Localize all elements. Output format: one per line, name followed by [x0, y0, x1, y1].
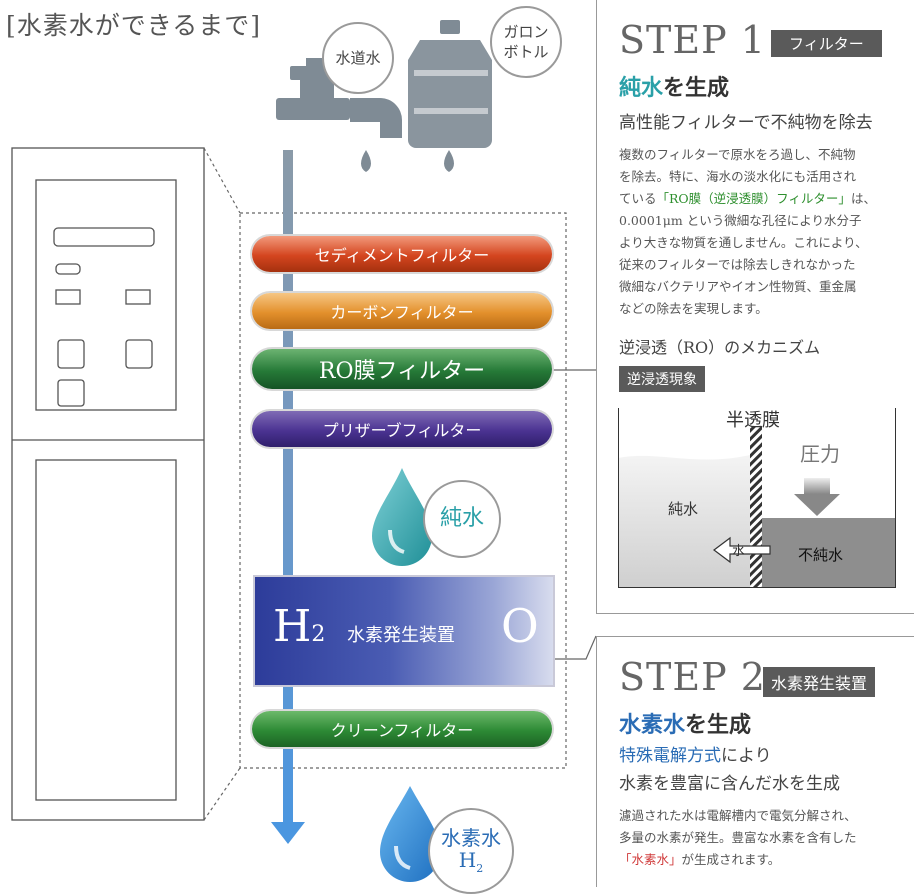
tap-drop-icon: [361, 150, 371, 172]
o-symbol: O: [501, 599, 539, 653]
step1-body: 複数のフィルターで原水をろ過し、不純物 を除去。特に、海水の淡水化にも活用され …: [619, 147, 876, 316]
sediment-filter: セディメントフィルター: [252, 236, 552, 272]
h2-symbol: H2: [273, 601, 326, 652]
hydrogen-water-drop-icon: [380, 786, 440, 882]
water-arrow-label: 水: [732, 544, 746, 559]
gallon-bottle-label: ガロン ボトル: [503, 22, 549, 61]
page-title: [水素水ができるまで]: [6, 11, 262, 40]
membrane-label: 半透膜: [726, 410, 780, 431]
tap-water-bubble: 水道水: [322, 22, 394, 94]
hydrogen-generator-box: H2 水素発生装置 O: [253, 575, 555, 687]
step2-panel: STEP 2 水素発生装置 水素水を生成 特殊電解方式により 水素を豊富に含んだ…: [596, 636, 914, 887]
ro-mechanism-diagram: 半透膜 圧力 純水 不純水 水: [617, 408, 897, 589]
step2-lead-2: 水素を豊富に含んだ水を生成: [619, 774, 840, 794]
pure-water-bubble: 純水: [423, 480, 501, 558]
bottle-drop-icon: [444, 150, 454, 172]
step2-lead-1: 特殊電解方式により: [619, 746, 772, 766]
callout-lines: [203, 147, 567, 821]
water-dispenser: [11, 147, 205, 821]
step1-heading: STEP 1: [619, 18, 766, 62]
pressure-arrow-icon: [794, 478, 840, 516]
clean-filter: クリーンフィルター: [252, 711, 552, 747]
water-flow-arrow-icon: [713, 536, 771, 564]
polisher-filter: プリザーブフィルター: [252, 411, 552, 447]
hydrogen-water-label: 水素水: [441, 825, 501, 850]
carbon-filter: カーボンフィルター: [252, 293, 552, 329]
ro-filter: RO膜フィルター: [252, 349, 552, 389]
gallon-bottle-bubble: ガロン ボトル: [490, 6, 562, 78]
gallon-bottle-icon: [408, 20, 492, 148]
step2-body: 濾過された水は電解槽内で電気分解され、 多量の水素が発生。豊富な水素を含有した …: [619, 808, 857, 867]
water-flow-pipe: [283, 150, 293, 830]
pure-water-drop-icon: [372, 468, 432, 566]
mechanism-tag: 逆浸透現象: [619, 366, 705, 392]
tap-water-label: 水道水: [335, 48, 381, 67]
pure-water-label: 純水: [439, 506, 484, 532]
step1-lead: 高性能フィルターで不純物を除去: [619, 113, 873, 133]
impure-water-label: 不純水: [798, 546, 844, 564]
step2-subheading: 水素水を生成: [619, 712, 752, 738]
step2-heading: STEP 2: [619, 655, 766, 699]
generator-label: 水素発生装置: [347, 625, 455, 646]
h2-output-label: H2: [458, 847, 484, 875]
step1-tag: フィルター: [771, 30, 882, 57]
step2-tag: 水素発生装置: [763, 667, 876, 697]
ro-mechanism-graphic: [617, 408, 897, 589]
hydrogen-water-bubble: 水素水 H2: [428, 808, 514, 894]
mechanism-title: 逆浸透（RO）のメカニズム: [619, 338, 821, 357]
pure-water-side-label: 純水: [668, 500, 699, 518]
flow-arrow-head: [271, 822, 305, 844]
faucet-icon: [276, 58, 402, 138]
pressure-label: 圧力: [800, 442, 840, 466]
step1-subheading: 純水を生成: [619, 75, 730, 101]
